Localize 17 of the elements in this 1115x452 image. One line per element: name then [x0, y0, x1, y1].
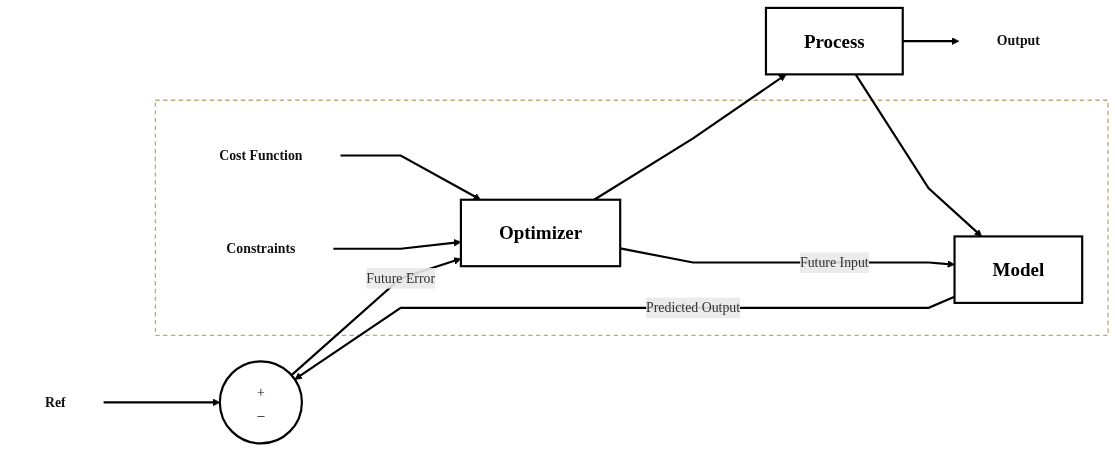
- cluster: [154, 99, 1109, 337]
- arrow: [340, 154, 481, 201]
- node-box: Process: [764, 7, 904, 76]
- arrow: [294, 296, 955, 381]
- node-text: Constraints: [226, 241, 296, 256]
- node-text: Output: [996, 33, 1040, 49]
- node-box: Optimizer: [459, 199, 622, 268]
- node-circle: + _: [218, 360, 303, 445]
- edge-label: Future Input: [800, 255, 869, 270]
- arrow: [593, 74, 787, 201]
- edge-label: Future Error: [366, 270, 436, 286]
- node-box: Model: [953, 235, 1084, 305]
- arrow: [902, 37, 960, 46]
- node-text: Cost Function: [219, 148, 303, 163]
- edge-label: Predicted Output: [646, 300, 741, 316]
- arrow: [103, 398, 221, 407]
- node-text: Ref: [44, 394, 66, 410]
